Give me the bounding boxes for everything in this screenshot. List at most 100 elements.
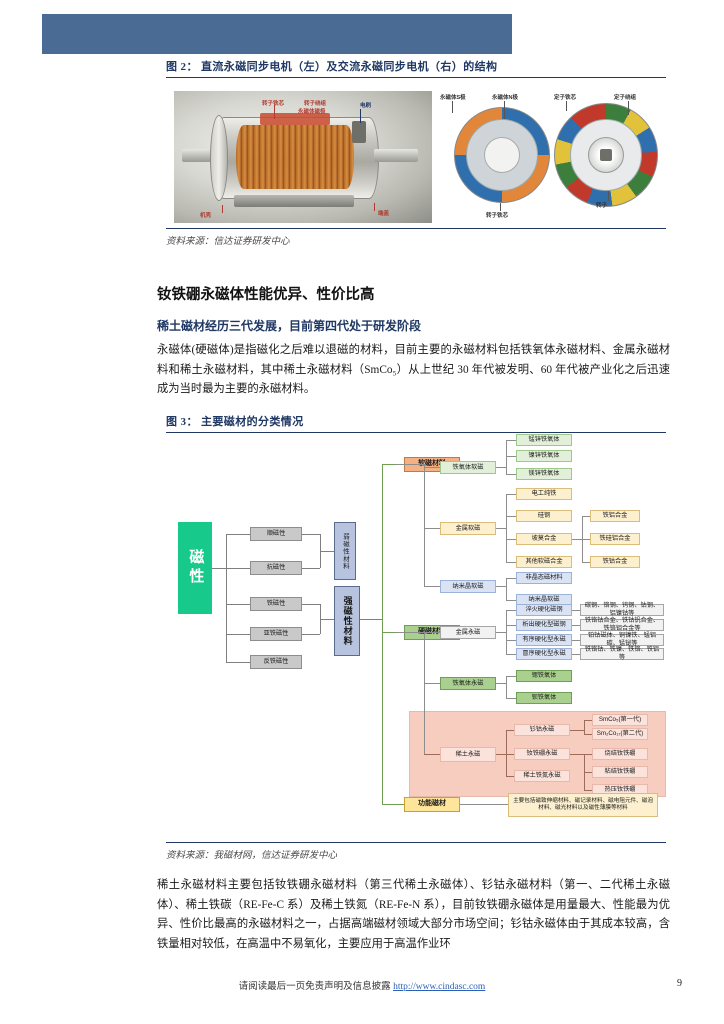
connector (584, 790, 592, 791)
connector (496, 528, 506, 529)
callout-rotor: 转子 (596, 203, 608, 209)
connector (506, 776, 514, 777)
node-precipitation-hardened-detail: 铁铬钴合金、铁钴钒合金、铁铬钼合金等 (580, 617, 664, 632)
connector-soft-rail (424, 464, 425, 587)
connector (570, 730, 584, 731)
connector (584, 772, 592, 773)
connector (506, 456, 516, 457)
connector (212, 568, 226, 569)
connector (396, 632, 424, 633)
callout-leader-line (566, 101, 567, 111)
footer-url-link[interactable]: http://www.cindasc.com (393, 982, 486, 992)
node-ferromagnetic: 铁磁性 (250, 597, 302, 611)
motor-permanent-magnet (260, 113, 330, 125)
connector (320, 619, 334, 620)
figure2-image: 转子铁芯 永磁体磁极 转子绕组 电刷 机壳 端盖 永磁体S极 永磁体N极 定子铁… (166, 83, 666, 228)
connector (302, 534, 320, 535)
connector (506, 440, 516, 441)
section-heading: 钕铁硼永磁体性能优异、性价比高 (157, 287, 375, 303)
connector (496, 632, 506, 633)
callout-stator-winding: 定子绕组 (614, 95, 637, 101)
shaft-hole (600, 149, 612, 161)
ac-motor-illustration: 永磁体S极 永磁体N极 定子铁芯 定子绕组 转子铁芯 转子 (438, 91, 658, 223)
callout-brush: 电刷 (360, 103, 372, 109)
connector (396, 464, 424, 465)
node-metal-soft-magnet: 金属软磁 (440, 522, 496, 535)
connector (506, 494, 507, 562)
node-feco-alloy: 铁钴合金 (590, 556, 640, 568)
connector (302, 568, 320, 569)
connector (584, 720, 585, 734)
connector-hard-rail (424, 632, 425, 754)
header-band (42, 14, 512, 54)
callout-stator-core: 定子铁芯 (554, 95, 577, 101)
figure2-bottom-rule (166, 228, 666, 229)
connector (506, 474, 516, 475)
bottom-paragraph: 稀土永磁材料主要包括钕铁硼永磁材料（第三代稀土永磁体）、钐钴永磁材料（第一、二代… (157, 879, 670, 950)
node-pure-iron: 电工纯铁 (516, 488, 572, 500)
connector (506, 654, 516, 655)
connector (424, 528, 440, 529)
callout-leader-line (628, 101, 629, 115)
connector (582, 562, 590, 563)
connector (382, 804, 404, 805)
connector (320, 551, 334, 552)
figure3-bottom-rule (166, 842, 666, 843)
callout-leader-line (374, 203, 375, 211)
connector (226, 534, 227, 662)
callout-rotor-core-2: 转子铁芯 (486, 213, 509, 219)
node-bonded-ndfeb: 粘结钕铁硼 (592, 766, 648, 778)
footer-disclaimer: 请阅读最后一页免责声明及信息披露 (238, 982, 391, 992)
connector (572, 625, 580, 626)
stator-ring-mid-2 (570, 119, 642, 191)
node-rare-earth-permanent-magnet: 稀土永磁 (440, 747, 496, 762)
callout-leader-line (500, 203, 501, 211)
connector (506, 562, 516, 563)
node-fesial-alloy: 铁硅铝合金 (590, 533, 640, 545)
connector (506, 539, 516, 540)
motor-shaft-left (182, 149, 218, 162)
connector (506, 440, 507, 474)
connector (226, 604, 250, 605)
connector (506, 600, 516, 601)
connector (572, 539, 582, 540)
connector (570, 754, 584, 755)
section-paragraph: 永磁体(硬磁体)是指磁化之后难以退磁的材料，目前主要的永磁材料包括铁氧体永磁材料… (157, 344, 670, 396)
connector (572, 654, 580, 655)
callout-leader-line (452, 101, 453, 113)
section-subheading: 稀土磁材经历三代发展，目前第四代处于研发阶段 (157, 319, 422, 333)
figure3-source: 资料来源：我磁材网，信达证券研发中心 (166, 851, 338, 861)
node-metal-permanent-magnet: 金属永磁 (440, 626, 496, 639)
connector (302, 604, 320, 605)
figure2-title: 图 2： 直流永磁同步电机（左）及交流永磁同步电机（右）的结构 (166, 58, 666, 78)
connector (506, 578, 507, 600)
connector (496, 467, 506, 468)
callout-rotor-winding: 转子绕组 (304, 101, 327, 107)
rotor-hub (484, 137, 520, 173)
node-rare-earth-iron-nitrogen-magnet: 稀土铁氮永磁 (514, 770, 570, 782)
connector-spine (382, 464, 383, 804)
connector (424, 754, 440, 755)
callout-leader-line (360, 109, 361, 123)
connector (424, 467, 440, 468)
motor-base (234, 195, 354, 207)
connector (302, 634, 320, 635)
connector (506, 730, 507, 776)
figure2-source: 资料来源：信达证券研发中心 (166, 237, 290, 247)
connector (496, 683, 506, 684)
node-antiferromagnetic: 反铁磁性 (250, 655, 302, 669)
connector (584, 720, 592, 721)
figure3-diagram: 磁性 顺磁性 抗磁性 铁磁性 亚铁磁性 反铁磁性 弱磁性材料 强磁性材料 (166, 434, 666, 842)
node-spinodal-hardened-detail: 铁铬钴、铁镍、铁铬、铁铝等 (580, 646, 664, 661)
node-mnzn-ferrite: 锰锌铁氧体 (516, 434, 572, 446)
node-mgzn-ferrite: 镁锌铁氧体 (516, 468, 572, 480)
connector (506, 516, 516, 517)
node-functional-magnet-detail: 主要包括磁致伸缩材料、磁记录材料、磁电阻元件、磁泡材料、磁光材料以及磁性薄膜等材… (508, 793, 658, 817)
node-ferrimagnetic: 亚铁磁性 (250, 627, 302, 641)
callout-endcap: 端盖 (378, 211, 390, 217)
node-ndfeb-permanent-magnet: 钕铁硼永磁 (514, 748, 570, 760)
connector (506, 610, 516, 611)
callout-magnet-s-pole: 永磁体S极 (440, 95, 466, 101)
page-number: 9 (677, 978, 682, 989)
